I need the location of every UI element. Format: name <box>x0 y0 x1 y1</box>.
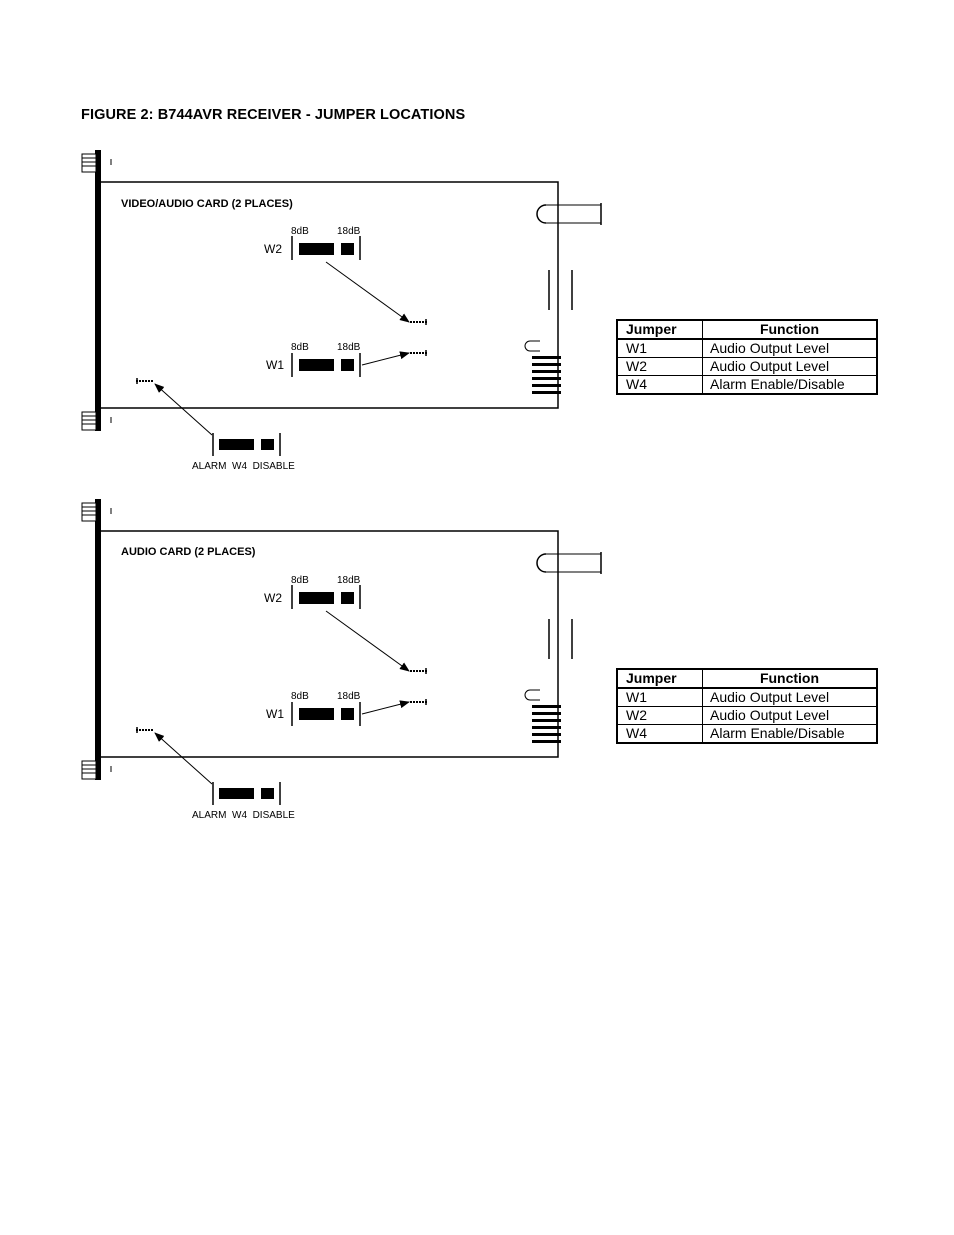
w2-8db-label: 8dB <box>291 226 309 237</box>
card-label: VIDEO/AUDIO CARD (2 PLACES) <box>121 198 293 210</box>
w4-location-marker <box>136 378 154 384</box>
table-row: W2 Audio Output Level <box>616 706 878 725</box>
w1-8db-label: 8dB <box>291 691 309 702</box>
bottom-screw-icon <box>81 760 112 780</box>
w4-location-marker <box>136 727 154 733</box>
w1-jumper: 8dB 18dB W1 <box>266 342 361 377</box>
rear-connector <box>524 552 602 701</box>
table-row: W4 Alarm Enable/Disable <box>616 724 878 744</box>
w2-18db-label: 18dB <box>337 575 361 586</box>
w1-arrow <box>361 700 410 715</box>
column-header-jumper: Jumper <box>616 668 703 689</box>
w4-arrow <box>154 732 213 785</box>
table-row: W4 Alarm Enable/Disable <box>616 375 878 395</box>
jumper-cell: W1 <box>616 338 703 358</box>
front-panel <box>81 150 112 431</box>
function-cell: Audio Output Level <box>702 338 878 358</box>
w2-18db-label: 18dB <box>337 226 361 237</box>
figure-title: FIGURE 2: B744AVR RECEIVER - JUMPER LOCA… <box>81 107 466 123</box>
jumper-cell: W4 <box>616 375 703 395</box>
w4-alarm-jumper <box>212 433 281 456</box>
jumper-cell: W1 <box>616 687 703 707</box>
w1-arrow <box>361 351 410 366</box>
w2-location-marker <box>410 668 427 674</box>
w4-alarm-jumper <box>212 782 281 805</box>
w2-location-marker <box>410 319 427 325</box>
w1-location-marker <box>410 350 427 356</box>
function-cell: Audio Output Level <box>702 706 878 725</box>
jumper-cell: W2 <box>616 706 703 725</box>
card-board-outline <box>101 530 559 758</box>
card-board-outline <box>101 181 559 409</box>
column-header-function: Function <box>702 319 878 340</box>
jumper-cell: W2 <box>616 357 703 376</box>
w4-alarm-label: ALARM W4 DISABLE <box>192 461 295 472</box>
edge-connector-pins <box>532 705 561 743</box>
w1-18db-label: 18dB <box>337 342 361 353</box>
w1-label: W1 <box>266 707 284 721</box>
edge-connector-pins <box>532 356 561 394</box>
jumper-cell: W4 <box>616 724 703 744</box>
video-audio-card-diagram: VIDEO/AUDIO CARD (2 PLACES) 8dB 18dB W2 … <box>81 150 602 472</box>
function-cell: Audio Output Level <box>702 687 878 707</box>
table-row: W1 Audio Output Level <box>616 338 878 358</box>
front-panel <box>81 499 112 780</box>
w1-location-marker <box>410 699 427 705</box>
column-header-jumper: Jumper <box>616 319 703 340</box>
bottom-screw-icon <box>81 411 112 431</box>
w2-jumper: 8dB 18dB W2 <box>264 226 361 260</box>
w1-8db-label: 8dB <box>291 342 309 353</box>
w4-arrow <box>154 383 213 436</box>
w2-arrow <box>325 261 410 323</box>
w2-arrow <box>325 610 410 672</box>
top-screw-icon <box>81 502 112 522</box>
w4-alarm-label: ALARM W4 DISABLE <box>192 810 295 821</box>
w2-label: W2 <box>264 242 282 256</box>
rear-connector <box>524 203 602 352</box>
function-cell: Alarm Enable/Disable <box>702 375 878 395</box>
w2-label: W2 <box>264 591 282 605</box>
table-row: W1 Audio Output Level <box>616 687 878 707</box>
function-cell: Alarm Enable/Disable <box>702 724 878 744</box>
audio-card-diagram: AUDIO CARD (2 PLACES) 8dB 18dB W2 8dB 18… <box>81 499 602 821</box>
w1-jumper: 8dB 18dB W1 <box>266 691 361 726</box>
w2-8db-label: 8dB <box>291 575 309 586</box>
w1-label: W1 <box>266 358 284 372</box>
card-label: AUDIO CARD (2 PLACES) <box>121 546 256 558</box>
w2-jumper: 8dB 18dB W2 <box>264 575 361 609</box>
jumper-function-table: Jumper Function W1 Audio Output Level W2… <box>616 668 878 744</box>
top-screw-icon <box>81 153 112 173</box>
table-row: W2 Audio Output Level <box>616 357 878 376</box>
function-cell: Audio Output Level <box>702 357 878 376</box>
w1-18db-label: 18dB <box>337 691 361 702</box>
column-header-function: Function <box>702 668 878 689</box>
jumper-function-table: Jumper Function W1 Audio Output Level W2… <box>616 319 878 395</box>
